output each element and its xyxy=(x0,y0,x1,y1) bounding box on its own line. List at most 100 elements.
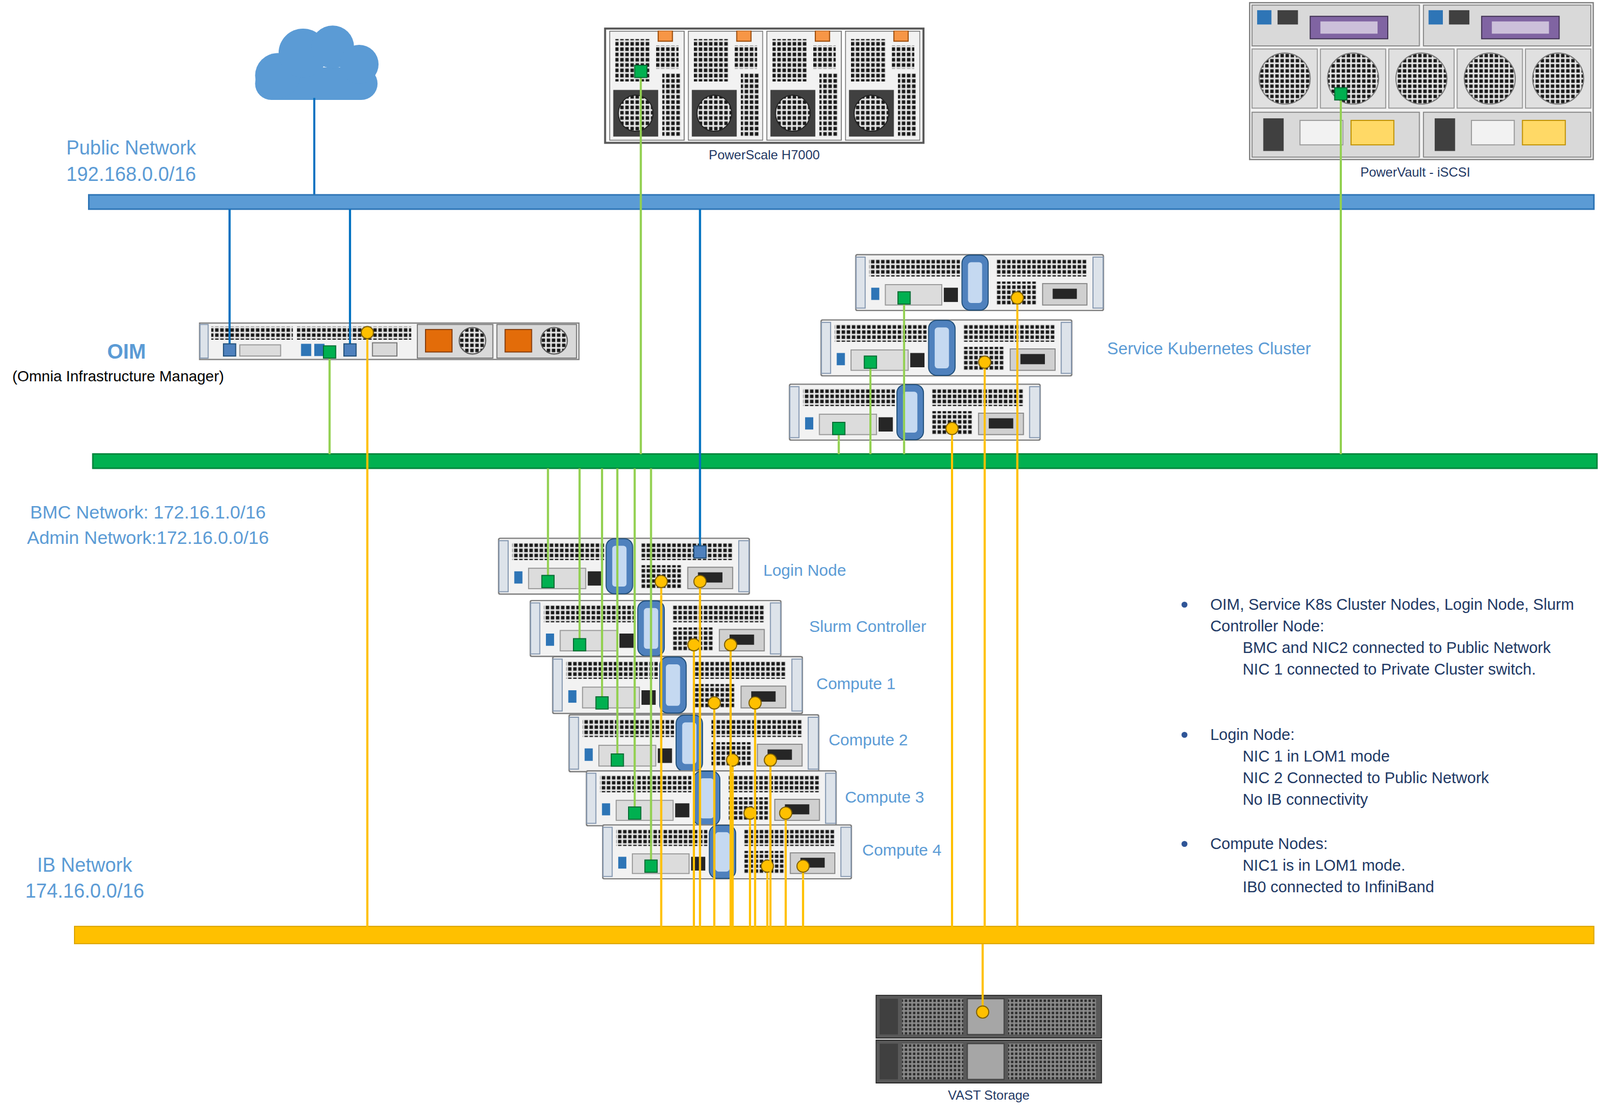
network-cable xyxy=(981,943,984,996)
port-wire xyxy=(578,599,581,645)
network-port xyxy=(628,806,641,820)
network-band: BMC Network: 172.16.1.0/16Admin Network:… xyxy=(92,454,1597,469)
network-cable xyxy=(616,468,619,714)
server: Compute 1 xyxy=(551,656,803,715)
network-cable xyxy=(639,143,643,455)
server: Compute 4 xyxy=(602,824,853,880)
storage-array: VAST Storage xyxy=(875,994,1103,1084)
network-cable xyxy=(748,826,752,927)
network-label: IB Network xyxy=(37,854,133,877)
node-label: Compute 3 xyxy=(845,787,925,807)
server-chassis xyxy=(199,322,579,360)
network-cable xyxy=(731,772,734,927)
network-port xyxy=(693,545,707,559)
internet-cloud xyxy=(254,25,379,195)
node-label: Compute 4 xyxy=(862,840,942,860)
network-port xyxy=(361,326,374,339)
network-port xyxy=(978,355,991,369)
network-port xyxy=(323,345,336,359)
network-port xyxy=(1334,87,1348,100)
node-label: Compute 2 xyxy=(828,730,908,750)
server: Slurm Controller xyxy=(529,599,782,658)
network-cable xyxy=(766,879,769,927)
storage-chassis xyxy=(1249,2,1594,160)
network-cable xyxy=(729,657,732,927)
notes-panel: OIM, Service K8s Cluster Nodes, Login No… xyxy=(1210,593,1589,898)
device-label: PowerVault - iSCSI xyxy=(1360,165,1471,181)
internet-cloud xyxy=(313,97,316,195)
bullet-dot xyxy=(1181,731,1188,738)
storage-chassis xyxy=(688,30,764,141)
group-label: Service Kubernetes Cluster xyxy=(1106,339,1311,359)
internet-cloud xyxy=(339,44,379,84)
bullet-dot xyxy=(1181,601,1188,608)
network-cable xyxy=(769,772,772,927)
node-title: OIM xyxy=(106,340,146,364)
network-port xyxy=(779,806,793,820)
network-port xyxy=(541,575,555,588)
network-port xyxy=(644,859,658,873)
server-chassis xyxy=(530,600,782,657)
port-wire xyxy=(869,362,872,441)
network-port xyxy=(343,343,357,357)
server: Compute 3 xyxy=(585,770,837,827)
network-port xyxy=(898,291,911,305)
note-text: Login Node: xyxy=(1210,725,1295,744)
network-port xyxy=(764,753,777,767)
network-cable xyxy=(692,657,695,927)
note-text: NIC 1 connected to Private Cluster switc… xyxy=(1242,660,1536,678)
port-wire xyxy=(229,71,1341,1012)
network-port xyxy=(687,638,701,651)
network-port xyxy=(748,696,762,710)
port-wire xyxy=(639,71,643,143)
network-bar xyxy=(92,454,1597,469)
note-text: Compute Nodes: xyxy=(1210,834,1328,853)
server-cluster: Service Kubernetes Cluster xyxy=(788,254,1105,442)
network-label: 192.168.0.0/16 xyxy=(66,163,197,186)
note-text: IB0 connected to InfiniBand xyxy=(1242,878,1435,896)
network-port xyxy=(634,65,647,78)
network-cable xyxy=(348,208,351,323)
network-label: 174.16.0.0/16 xyxy=(25,879,145,902)
server: OIM(Omnia Infrastructure Manager) xyxy=(198,322,580,361)
note-text: NIC1 is in LOM1 mode. xyxy=(1242,856,1406,874)
port-wire xyxy=(601,656,604,704)
note-text: NIC 1 in LOM1 mode xyxy=(1242,747,1390,765)
network-port xyxy=(761,859,774,873)
storage-array: PowerVault - iSCSI xyxy=(1249,2,1595,161)
network-cable xyxy=(328,360,331,455)
storage-chassis xyxy=(845,30,921,141)
network-cable xyxy=(633,468,636,771)
network-port xyxy=(724,638,738,651)
network-port xyxy=(323,65,1347,873)
network-port xyxy=(976,1005,989,1018)
bullet-dot xyxy=(1181,840,1188,847)
server-chassis xyxy=(586,770,837,826)
network-port xyxy=(223,65,1348,1018)
network-cable xyxy=(983,440,987,927)
storage-chassis xyxy=(875,995,1102,1083)
network-port xyxy=(573,638,586,651)
network-cable xyxy=(698,595,701,927)
port-wire xyxy=(983,362,987,441)
node-label: Slurm Controller xyxy=(809,617,927,637)
storage-chassis xyxy=(609,30,685,141)
network-cable xyxy=(660,595,663,927)
note-text: OIM, Service K8s Cluster Nodes, Login No… xyxy=(1210,595,1575,635)
network-cable xyxy=(902,440,906,455)
network-bar xyxy=(74,926,1595,944)
network-cable xyxy=(753,714,756,927)
server-chassis xyxy=(498,537,750,594)
network-port xyxy=(726,753,739,767)
network-port xyxy=(596,696,609,710)
network-cable xyxy=(1016,440,1019,927)
network-cable xyxy=(950,440,954,927)
node-label: Compute 1 xyxy=(816,674,896,694)
network-port xyxy=(223,343,236,357)
server-chassis xyxy=(820,319,1072,376)
network-port xyxy=(946,422,959,435)
network-cable xyxy=(713,714,716,927)
